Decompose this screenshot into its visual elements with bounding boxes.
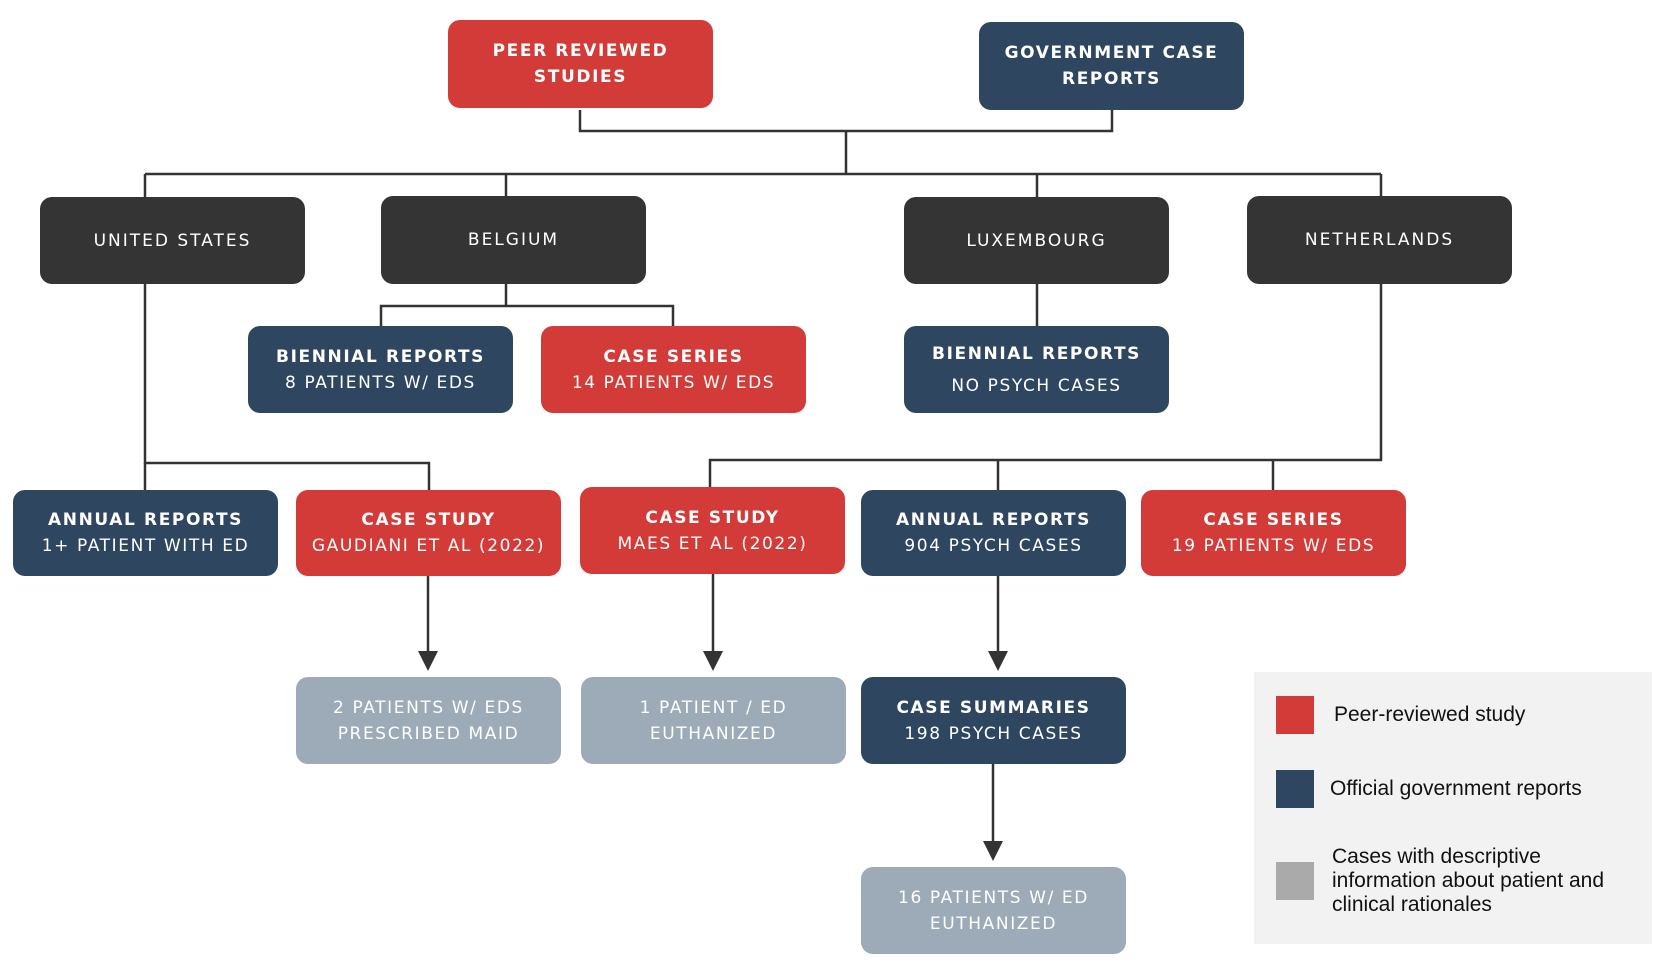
node-title: CASE SUMMARIES <box>896 697 1091 718</box>
node-line2: PRESCRIBED MAID <box>337 723 520 744</box>
government-case-reports-node: GOVERNMENT CASE REPORTS <box>979 22 1244 110</box>
peer-reviewed-line2: STUDIES <box>533 67 628 87</box>
nl-case-summaries-node: CASE SUMMARIES 198 PSYCH CASES <box>861 677 1126 764</box>
node-detail: GAUDIANI ET AL (2022) <box>311 536 546 556</box>
country-label: LUXEMBOURG <box>966 230 1107 251</box>
node-detail: 8 PATIENTS W/ EDS <box>285 372 476 393</box>
node-detail: 198 PSYCH CASES <box>904 723 1083 744</box>
nl-case-series-node: CASE SERIES 19 PATIENTS W/ EDS <box>1141 490 1406 576</box>
nl-case-outcome-node: 1 PATIENT / ED EUTHANIZED <box>581 677 846 764</box>
legend-label: Cases with descriptive information about… <box>1332 845 1605 916</box>
connector-us <box>143 284 431 490</box>
country-label: UNITED STATES <box>93 230 252 251</box>
node-line1: 16 PATIENTS W/ ED <box>898 887 1089 908</box>
legend-label: Official government reports <box>1330 777 1582 800</box>
government-line2: REPORTS <box>1062 69 1161 89</box>
node-title: BIENNIAL REPORTS <box>276 346 485 367</box>
government-line1: GOVERNMENT CASE <box>1004 43 1219 63</box>
us-outcome-node: 2 PATIENTS W/ EDS PRESCRIBED MAID <box>296 677 561 764</box>
country-luxembourg: LUXEMBOURG <box>904 197 1169 284</box>
belgium-case-series-node: CASE SERIES 14 PATIENTS W/ EDS <box>541 326 806 413</box>
node-title: CASE SERIES <box>603 346 744 367</box>
legend-swatch-gray <box>1276 862 1314 900</box>
node-line1: 1 PATIENT / ED <box>639 697 788 718</box>
nl-case-study-node: CASE STUDY MAES ET AL (2022) <box>580 487 845 574</box>
peer-reviewed-studies-node: PEER REVIEWED STUDIES <box>448 20 713 108</box>
country-united-states: UNITED STATES <box>40 197 305 284</box>
country-label: BELGIUM <box>467 230 560 250</box>
node-title: CASE STUDY <box>361 510 496 530</box>
node-detail: 14 PATIENTS W/ EDS <box>571 372 776 393</box>
us-annual-reports-node: ANNUAL REPORTS 1+ PATIENT WITH ED <box>13 490 278 576</box>
connector-sources <box>578 110 1114 133</box>
legend-swatch-navy <box>1276 770 1314 808</box>
legend-item-government: Official government reports <box>1276 770 1582 808</box>
nl-annual-reports-node: ANNUAL REPORTS 904 PSYCH CASES <box>861 490 1126 576</box>
peer-reviewed-line1: PEER REVIEWED <box>492 41 669 61</box>
node-line1: 2 PATIENTS W/ EDS <box>333 697 524 718</box>
country-netherlands: NETHERLANDS <box>1247 196 1512 284</box>
node-detail: NO PSYCH CASES <box>951 375 1122 396</box>
legend-label: Peer-reviewed study <box>1334 703 1526 726</box>
legend-swatch-red <box>1276 696 1314 734</box>
us-case-study-node: CASE STUDY GAUDIANI ET AL (2022) <box>296 490 561 576</box>
country-label: NETHERLANDS <box>1304 230 1455 250</box>
node-detail: MAES ET AL (2022) <box>617 533 808 554</box>
node-title: CASE SERIES <box>1203 510 1344 530</box>
country-belgium: BELGIUM <box>381 196 646 284</box>
legend: Peer-reviewed study Official government … <box>1254 672 1652 944</box>
node-title: CASE STUDY <box>645 507 780 528</box>
node-detail: 1+ PATIENT WITH ED <box>41 536 250 556</box>
nl-summary-outcome-node: 16 PATIENTS W/ ED EUTHANIZED <box>861 867 1126 954</box>
node-title: ANNUAL REPORTS <box>896 510 1091 530</box>
legend-item-cases: Cases with descriptive information about… <box>1276 845 1632 917</box>
node-line2: EUTHANIZED <box>929 913 1058 934</box>
luxembourg-biennial-reports-node: BIENNIAL REPORTS NO PSYCH CASES <box>904 326 1169 413</box>
legend-item-peer-reviewed: Peer-reviewed study <box>1276 696 1525 734</box>
node-detail: 904 PSYCH CASES <box>904 536 1083 556</box>
connector-netherlands <box>708 284 1383 487</box>
node-detail: 19 PATIENTS W/ EDS <box>1171 536 1376 556</box>
node-title: ANNUAL REPORTS <box>48 510 243 530</box>
belgium-biennial-reports-node: BIENNIAL REPORTS 8 PATIENTS W/ EDS <box>248 326 513 413</box>
node-line2: EUTHANIZED <box>649 723 778 744</box>
node-title: BIENNIAL REPORTS <box>932 343 1141 364</box>
